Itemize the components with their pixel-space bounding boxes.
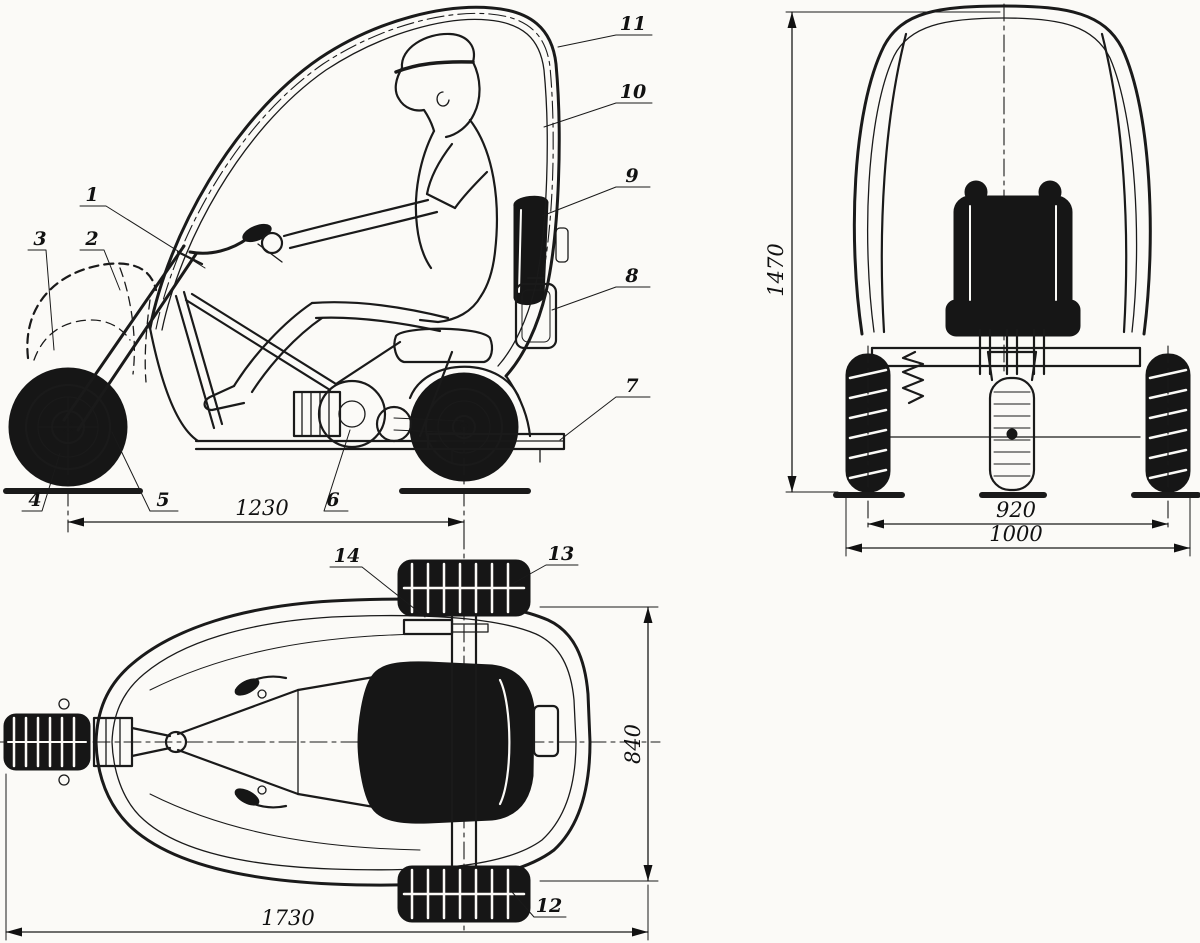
svg-text:6: 6 [326, 489, 339, 511]
dim-length: 1730 [5, 773, 649, 941]
top-rear-axle [402, 614, 489, 868]
top-body [94, 597, 592, 887]
callout-7: 7 [559, 375, 651, 441]
callout-11: 11 [557, 13, 653, 48]
top-rear-wheel-lower [397, 865, 531, 923]
svg-text:1: 1 [85, 184, 98, 206]
callout-13: 13 [511, 543, 579, 585]
svg-text:12: 12 [536, 895, 562, 917]
engine [292, 379, 465, 449]
front-canopy [852, 3, 1152, 373]
callout-2: 2 [79, 228, 121, 291]
dim-overall-width-value: 1000 [989, 522, 1042, 546]
side-view-callouts: 1 2 3 4 5 6 7 8 9 10 11 [21, 13, 653, 512]
dim-length-value: 1730 [261, 906, 314, 930]
top-front-wheel [3, 698, 188, 786]
top-frame [176, 674, 382, 810]
dim-track-value: 920 [996, 498, 1036, 522]
callout-10: 10 [543, 81, 653, 128]
svg-text:14: 14 [334, 545, 360, 567]
svg-text:8: 8 [624, 265, 638, 287]
dim-body-width: 840 [539, 606, 659, 882]
svg-text:11: 11 [620, 13, 646, 35]
front-view-center-wheel [986, 350, 1038, 492]
callout-12: 12 [511, 891, 567, 918]
callout-1: 1 [79, 184, 206, 269]
top-view: 840 1730 14 13 12 [0, 543, 661, 941]
front-fairing-dashed [26, 262, 158, 383]
top-seat [357, 661, 560, 824]
dim-height-value: 1470 [764, 243, 788, 296]
callout-3: 3 [27, 228, 55, 351]
callout-9: 9 [541, 165, 651, 217]
svg-text:3: 3 [33, 228, 46, 250]
footrest-board [426, 432, 566, 463]
seat-backrest [513, 195, 549, 305]
callout-8: 8 [551, 265, 651, 311]
front-view: 1470 920 1000 [764, 3, 1200, 557]
dim-wheelbase-value: 1230 [235, 496, 288, 520]
top-rear-wheel-upper [397, 559, 531, 617]
callout-5: 5 [111, 431, 179, 512]
callout-6: 6 [323, 429, 351, 512]
svg-text:10: 10 [620, 81, 646, 103]
callout-14: 14 [329, 545, 426, 618]
seat-cushion [393, 327, 494, 364]
canopy [148, 5, 569, 378]
rider [203, 32, 498, 412]
front-view-left-wheel [845, 345, 891, 533]
callout-4: 4 [21, 452, 61, 512]
front-seat [945, 180, 1081, 337]
handlebar [188, 223, 283, 263]
svg-text:9: 9 [625, 165, 638, 187]
dim-wheelbase: 1230 [67, 426, 465, 533]
frame [148, 290, 532, 451]
svg-text:13: 13 [548, 543, 574, 565]
dim-height: 1470 [764, 11, 1001, 493]
side-view: 1230 1 2 3 4 5 6 7 8 9 10 11 [3, 5, 653, 931]
dim-overall-width: 1000 [845, 495, 1191, 557]
axle-beam [870, 346, 1142, 438]
svg-text:5: 5 [156, 489, 169, 511]
svg-text:2: 2 [84, 228, 98, 250]
top-handlebar [234, 675, 288, 809]
dim-body-width-value: 840 [621, 724, 645, 764]
top-view-callouts: 14 13 12 [329, 543, 579, 918]
front-view-right-wheel [1145, 345, 1191, 533]
svg-text:7: 7 [625, 375, 638, 397]
svg-text:4: 4 [28, 489, 41, 511]
dim-track: 920 [867, 498, 1169, 529]
